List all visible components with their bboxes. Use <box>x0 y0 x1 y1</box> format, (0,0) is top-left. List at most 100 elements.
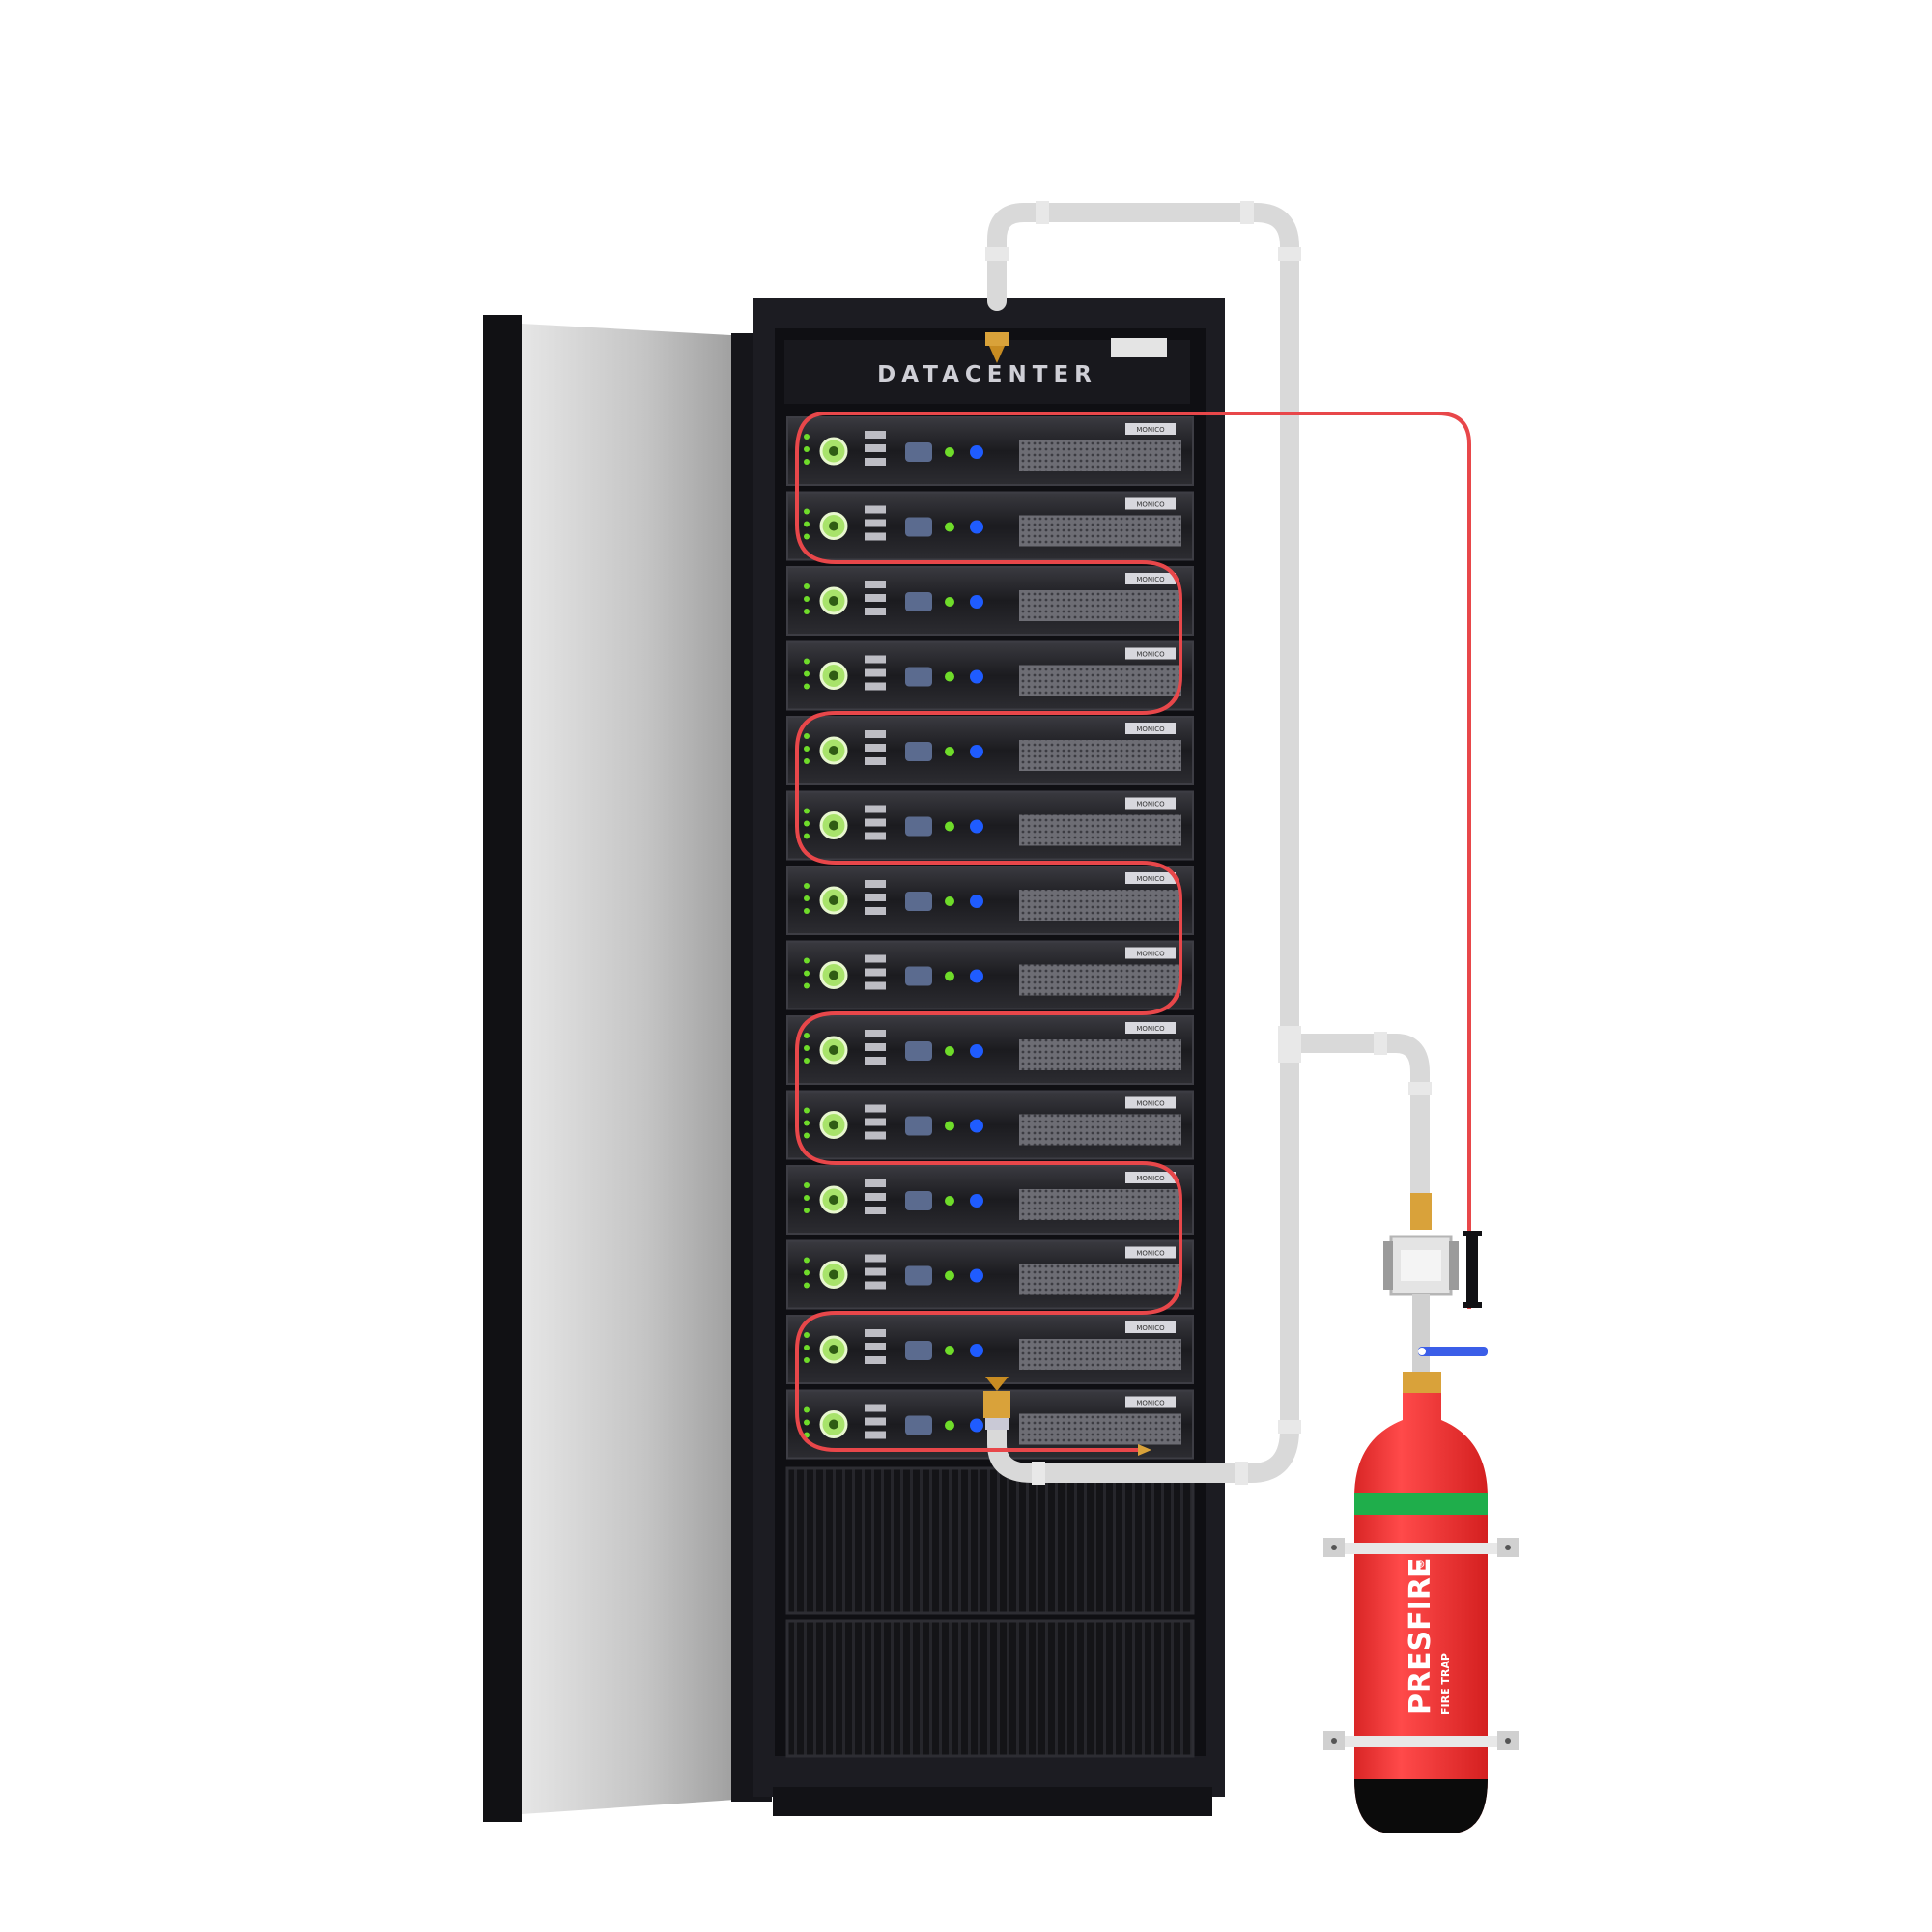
id-led <box>970 1418 983 1433</box>
detection-tube-end-cap <box>1138 1444 1151 1456</box>
power-icon <box>829 746 838 755</box>
usb-port <box>865 818 886 827</box>
vga-port <box>905 1191 932 1210</box>
activity-led <box>945 896 954 906</box>
status-led <box>804 1419 810 1426</box>
activity-led <box>945 1196 954 1206</box>
status-led <box>804 1269 810 1276</box>
cylinder-base <box>1354 1779 1488 1833</box>
extinguisher-cylinder: PRESFIRE ® FIRE TRAP <box>1323 1372 1519 1833</box>
pipe-coupling <box>1235 1462 1248 1485</box>
server-badge <box>1125 1096 1176 1109</box>
usb-port <box>865 744 886 752</box>
server-badge-label: MONICO <box>1136 1175 1165 1182</box>
status-led <box>804 508 810 515</box>
vga-port <box>905 667 932 687</box>
drive-bay <box>1019 590 1181 621</box>
vga-port <box>905 742 932 761</box>
valve-handle[interactable] <box>1418 1347 1488 1356</box>
usb-port <box>865 1404 886 1412</box>
id-led <box>970 445 983 459</box>
server-badge-label: MONICO <box>1136 576 1165 583</box>
vga-port <box>905 1116 932 1136</box>
discharge-pipe <box>985 201 1432 1485</box>
status-led <box>804 957 810 964</box>
usb-port <box>865 668 886 677</box>
id-led <box>970 895 983 908</box>
server-badge <box>1125 723 1176 734</box>
status-led <box>804 1345 810 1350</box>
vga-port <box>905 442 932 462</box>
id-led <box>970 1268 983 1283</box>
id-led <box>970 1119 983 1133</box>
drive-bay <box>1019 440 1181 471</box>
usb-port <box>865 1254 886 1263</box>
server-badge-label: MONICO <box>1136 801 1165 809</box>
status-led <box>804 1107 810 1114</box>
activity-led <box>945 522 954 532</box>
status-led <box>804 434 810 440</box>
usb-port <box>865 1057 886 1065</box>
status-led <box>804 746 810 752</box>
server-badge <box>1125 1246 1176 1259</box>
usb-port <box>865 1356 886 1364</box>
usb-port <box>865 682 886 691</box>
drive-bay <box>1019 1039 1181 1070</box>
mounting-strap-lower <box>1323 1731 1519 1750</box>
usb-port <box>865 1043 886 1051</box>
server-badge <box>1125 497 1176 510</box>
cylinder-subtitle: FIRE TRAP <box>1439 1653 1452 1715</box>
vent-panel-lower <box>785 1619 1195 1758</box>
status-led <box>804 982 810 989</box>
usb-port <box>865 505 886 514</box>
status-led <box>804 908 810 914</box>
usb-port <box>865 608 886 615</box>
status-led <box>804 1033 810 1038</box>
power-icon <box>829 1419 838 1430</box>
usb-port <box>865 1193 886 1201</box>
status-led <box>804 883 810 889</box>
server-badge-label: MONICO <box>1136 1025 1165 1033</box>
status-led <box>804 683 810 690</box>
usb-port <box>865 757 886 765</box>
rack-door[interactable] <box>483 315 772 1822</box>
status-led <box>804 1132 810 1139</box>
drive-bay <box>1019 1413 1181 1445</box>
status-led <box>804 533 810 540</box>
server-badge <box>1125 573 1176 584</box>
status-led <box>804 459 810 465</box>
drive-bay <box>1019 890 1181 921</box>
top-nozzle <box>985 332 1009 363</box>
usb-port <box>865 954 886 963</box>
drive-bay <box>1019 665 1181 696</box>
nozzle-tip <box>989 346 1005 363</box>
vga-port <box>905 592 932 611</box>
server-badge <box>1125 1022 1176 1034</box>
activity-led <box>945 447 954 457</box>
vga-port <box>905 1341 932 1360</box>
usb-port <box>865 444 886 452</box>
status-led <box>804 970 810 977</box>
pipe-coupling <box>1036 201 1049 224</box>
activity-led <box>945 971 954 981</box>
server-unit: MONICO <box>786 416 1194 486</box>
usb-port <box>865 1104 886 1113</box>
power-icon <box>829 895 838 905</box>
activity-led <box>945 1420 954 1431</box>
server-unit: MONICO <box>786 1090 1194 1160</box>
server-badge-label: MONICO <box>1136 1324 1165 1332</box>
pipe-coupling <box>1240 201 1254 224</box>
server-badge-label: MONICO <box>1136 1250 1165 1258</box>
power-icon <box>829 1045 838 1055</box>
nozzle-tip <box>985 1377 1009 1391</box>
activity-led <box>945 747 954 756</box>
status-led <box>804 446 810 452</box>
power-icon <box>829 446 838 456</box>
power-icon <box>829 521 838 531</box>
id-led <box>970 669 983 684</box>
brand-label: DATACENTER <box>877 362 1097 387</box>
usb-port <box>865 458 886 466</box>
drive-bay <box>1019 814 1181 846</box>
server-unit: MONICO <box>786 866 1194 935</box>
